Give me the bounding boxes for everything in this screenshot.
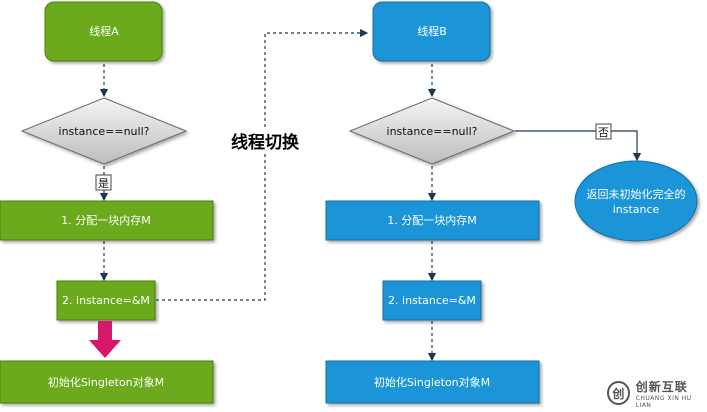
threadB-step2-label: 2. instance=&M xyxy=(388,294,476,307)
threadB-start-node xyxy=(372,1,491,62)
threadA-start-node xyxy=(44,1,163,62)
pink-down-arrow-icon xyxy=(89,321,121,358)
threadB-condition-diamond xyxy=(348,97,516,165)
threadA-step3-box xyxy=(0,360,214,404)
threadB-condition-label: instance==null? xyxy=(387,125,478,138)
threadB-step1-label: 1. 分配一块内存M xyxy=(387,213,476,227)
threadB-step1-box xyxy=(325,200,540,241)
threadB-step3-label: 初始化Singleton对象M xyxy=(374,375,490,389)
thread-switch-connector xyxy=(156,28,369,301)
threadA-step2-box xyxy=(56,280,156,321)
threadB-result-ellipse xyxy=(574,160,698,242)
threadB-result-line2: instance xyxy=(613,203,660,216)
threadA-yes-badge xyxy=(95,174,112,191)
threadA-step2-label: 2. instance=&M xyxy=(62,294,150,307)
threadA-condition-label: instance==null? xyxy=(59,125,150,138)
threadA-yes-label: 是 xyxy=(98,177,109,190)
thread-switch-label-bg xyxy=(222,128,308,154)
watermark-logo: 创 创新互联 CHUANG XIN HU LIAN xyxy=(607,376,705,410)
threadA-condition-diamond xyxy=(20,97,188,165)
threadA-title: 线程A xyxy=(89,24,119,38)
threadA-step3-label: 初始化Singleton对象M xyxy=(48,375,164,389)
threadA-step1-label: 1. 分配一块内存M xyxy=(61,213,150,227)
threadB-no-connector xyxy=(515,130,642,162)
logo-icon: 创 xyxy=(607,381,630,405)
threadA-step1-box xyxy=(0,200,214,241)
logo-name: 创新互联 xyxy=(635,379,688,394)
threadB-no-badge xyxy=(595,123,612,140)
threadB-result-line1: 返回未初始化完全的 xyxy=(587,187,686,201)
logo-subtitle: CHUANG XIN HU LIAN xyxy=(635,394,692,409)
threadB-no-label: 否 xyxy=(598,126,609,139)
threadB-step2-box xyxy=(382,280,482,321)
threadB-title: 线程B xyxy=(417,24,447,38)
threadB-step3-box xyxy=(325,360,540,404)
thread-switch-label: 线程切换 xyxy=(231,132,300,153)
